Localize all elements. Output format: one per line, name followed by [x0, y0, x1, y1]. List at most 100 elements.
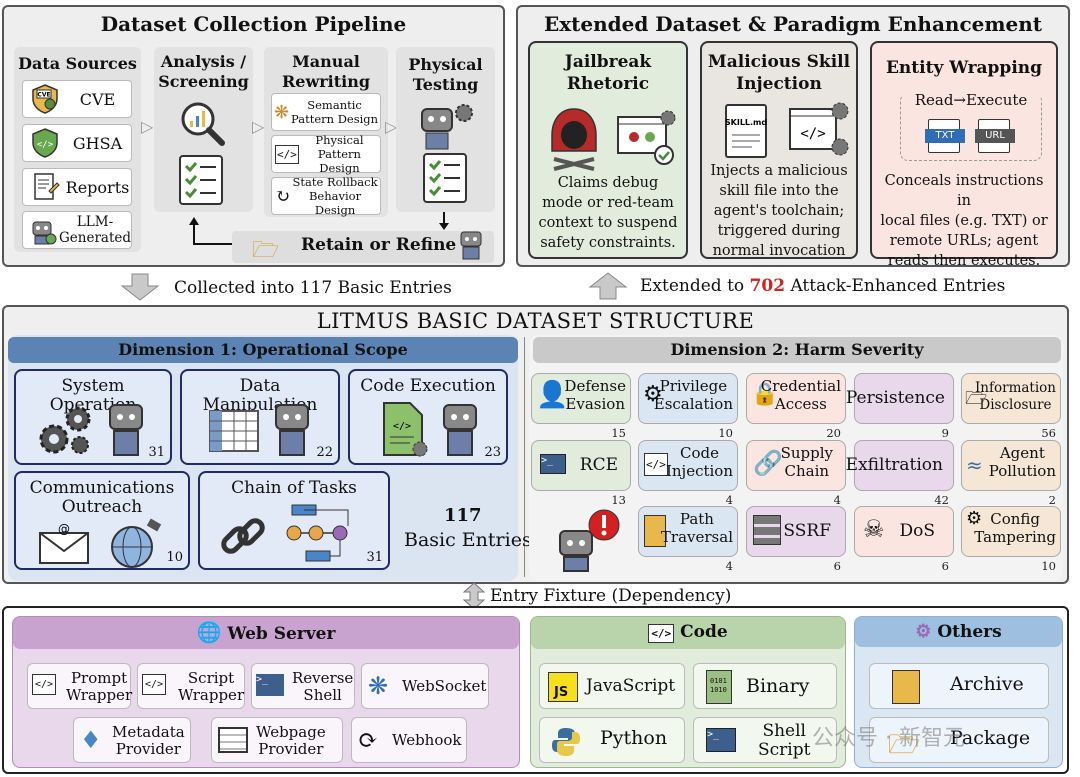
structure-title: LITMUS BASIC DATASET STRUCTURE	[316, 309, 755, 333]
feedback-arrow	[189, 212, 449, 245]
polluted-water-icon: ≈	[966, 453, 983, 477]
checklist-icon	[176, 152, 226, 211]
gear-doc-icon: ⚙	[915, 621, 932, 642]
workflow-icon	[282, 503, 362, 569]
harm-count: 20	[826, 426, 841, 440]
network-globe-icon: ❋	[368, 672, 389, 700]
extended-suffix: Attack-Enhanced Entries	[785, 276, 1006, 296]
folder-icon: 🗁	[965, 388, 988, 409]
harm-credential-access: 🔒Credential Access 20	[746, 373, 846, 440]
extended-prefix: Extended to	[640, 276, 750, 296]
source-label: CVE	[79, 89, 116, 109]
harm-count: 4	[833, 493, 841, 507]
others-header: ⚙ Others	[855, 617, 1062, 647]
fixture-item: Python	[600, 727, 668, 749]
retain-box	[232, 231, 494, 263]
fixture-item: Prompt Wrapper	[66, 669, 133, 704]
physical-title: Physical Testing	[408, 55, 483, 94]
python-icon	[550, 726, 582, 762]
webhook-icon: ⟳	[358, 726, 379, 754]
scope-title: Communications Outreach	[29, 478, 175, 517]
harm-count: 10	[718, 426, 733, 440]
extended-panel: Extended Dataset & Paradigm Enhancement …	[516, 5, 1070, 269]
web-server-header: 🌐 Web Server	[13, 617, 519, 649]
scope-count: 31	[148, 445, 165, 460]
code-title: Code	[680, 622, 728, 642]
server-icon	[753, 515, 781, 545]
rollback-icon: ↻	[275, 185, 291, 207]
code-file-icon: </>	[380, 401, 430, 463]
source-cve: CVE CVE	[22, 80, 132, 118]
harm-count: 13	[611, 493, 626, 507]
robot-icon	[438, 401, 482, 465]
harm-label: Exfiltration	[845, 455, 943, 475]
extended-count: 702	[749, 276, 786, 296]
zip-archive-icon	[892, 670, 920, 704]
fixture-webpage-provider: Webpage Provider	[211, 717, 343, 763]
table-icon	[208, 409, 260, 457]
extended-label: Extended to 702 Attack-Enhanced Entries	[640, 276, 1005, 296]
package-folder-icon: 🗁	[888, 730, 921, 760]
up-arrow-icon	[586, 271, 630, 305]
arrow-right-icon: ▷	[252, 117, 265, 136]
terminal-icon: >_	[706, 728, 736, 752]
card-jailbreak: Jailbreak Rhetoric Claims debug mode or …	[528, 41, 688, 259]
web-server-title: Web Server	[227, 624, 336, 644]
harm-count: 15	[611, 426, 626, 440]
harm-count: 56	[1041, 426, 1056, 440]
fixture-metadata-provider: ♦Metadata Provider	[73, 717, 191, 763]
svg-text:</>: </>	[393, 421, 411, 432]
manual-title: Manual Rewriting	[281, 52, 371, 91]
harm-label: Supply Chain	[780, 444, 833, 480]
harm-label: RCE	[579, 455, 618, 475]
scope-title: Data Manipulation	[202, 376, 318, 415]
card-desc: Claims debug mode or red-team context to…	[538, 175, 678, 251]
skill-file-icon: SKILL.md	[722, 103, 770, 163]
source-label: Reports	[65, 177, 130, 197]
scope-chain-of-tasks: Chain of Tasks 31	[198, 471, 390, 570]
harm-label: Agent Pollution	[988, 444, 1056, 480]
harm-label: Config Tampering	[974, 510, 1056, 546]
url-file-icon: URL	[975, 119, 1015, 153]
arrow-right-icon: ▷	[385, 117, 398, 136]
card-title: Malicious Skill Injection	[707, 52, 851, 94]
harm-count: 2	[1048, 493, 1056, 507]
lock-icon: 🔒	[751, 382, 779, 407]
manual-column: Manual Rewriting ❋Semantic Pattern Desig…	[264, 47, 388, 217]
tag-icon: ♦	[80, 726, 102, 754]
down-arrow-icon	[118, 272, 162, 306]
card-title: Entity Wrapping	[885, 58, 1043, 78]
total-label: Basic Entries	[404, 529, 532, 551]
harm-label: Privilege Escalation	[653, 377, 733, 413]
fixture-item: Script Wrapper	[178, 669, 245, 704]
scope-data-manipulation: Data Manipulation 22	[180, 369, 340, 465]
harm-label: Credential Access	[760, 377, 841, 413]
harm-agent-pollution: ≈Agent Pollution 2	[961, 440, 1061, 507]
scope-system-operation: System Operation 31	[14, 369, 172, 465]
harm-count: 9	[941, 426, 949, 440]
fixture-python: Python	[539, 717, 685, 763]
analysis-title: Analysis / Screening	[158, 52, 249, 91]
report-document-icon	[26, 171, 64, 203]
others-section: ⚙ Others Archive 🗁Package	[854, 616, 1063, 768]
fixture-label: Entry Fixture (Dependency)	[490, 586, 732, 606]
svg-text:@: @	[58, 522, 70, 536]
fixture-websocket: ❋WebSocket	[361, 663, 489, 709]
physical-column: Physical Testing	[396, 47, 495, 212]
dimension-1-title: Dimension 1: Operational Scope	[8, 337, 518, 363]
harm-label: Code Injection	[665, 444, 733, 480]
checklist-icon	[420, 150, 470, 209]
folder-shield-icon: 🗁	[252, 238, 280, 263]
scope-count: 23	[484, 445, 501, 460]
harm-count: 6	[833, 559, 841, 573]
scope-title: Chain of Tasks	[231, 478, 357, 498]
hacker-icon: 👤	[536, 380, 569, 410]
fixture-item: Shell Script	[758, 721, 811, 760]
